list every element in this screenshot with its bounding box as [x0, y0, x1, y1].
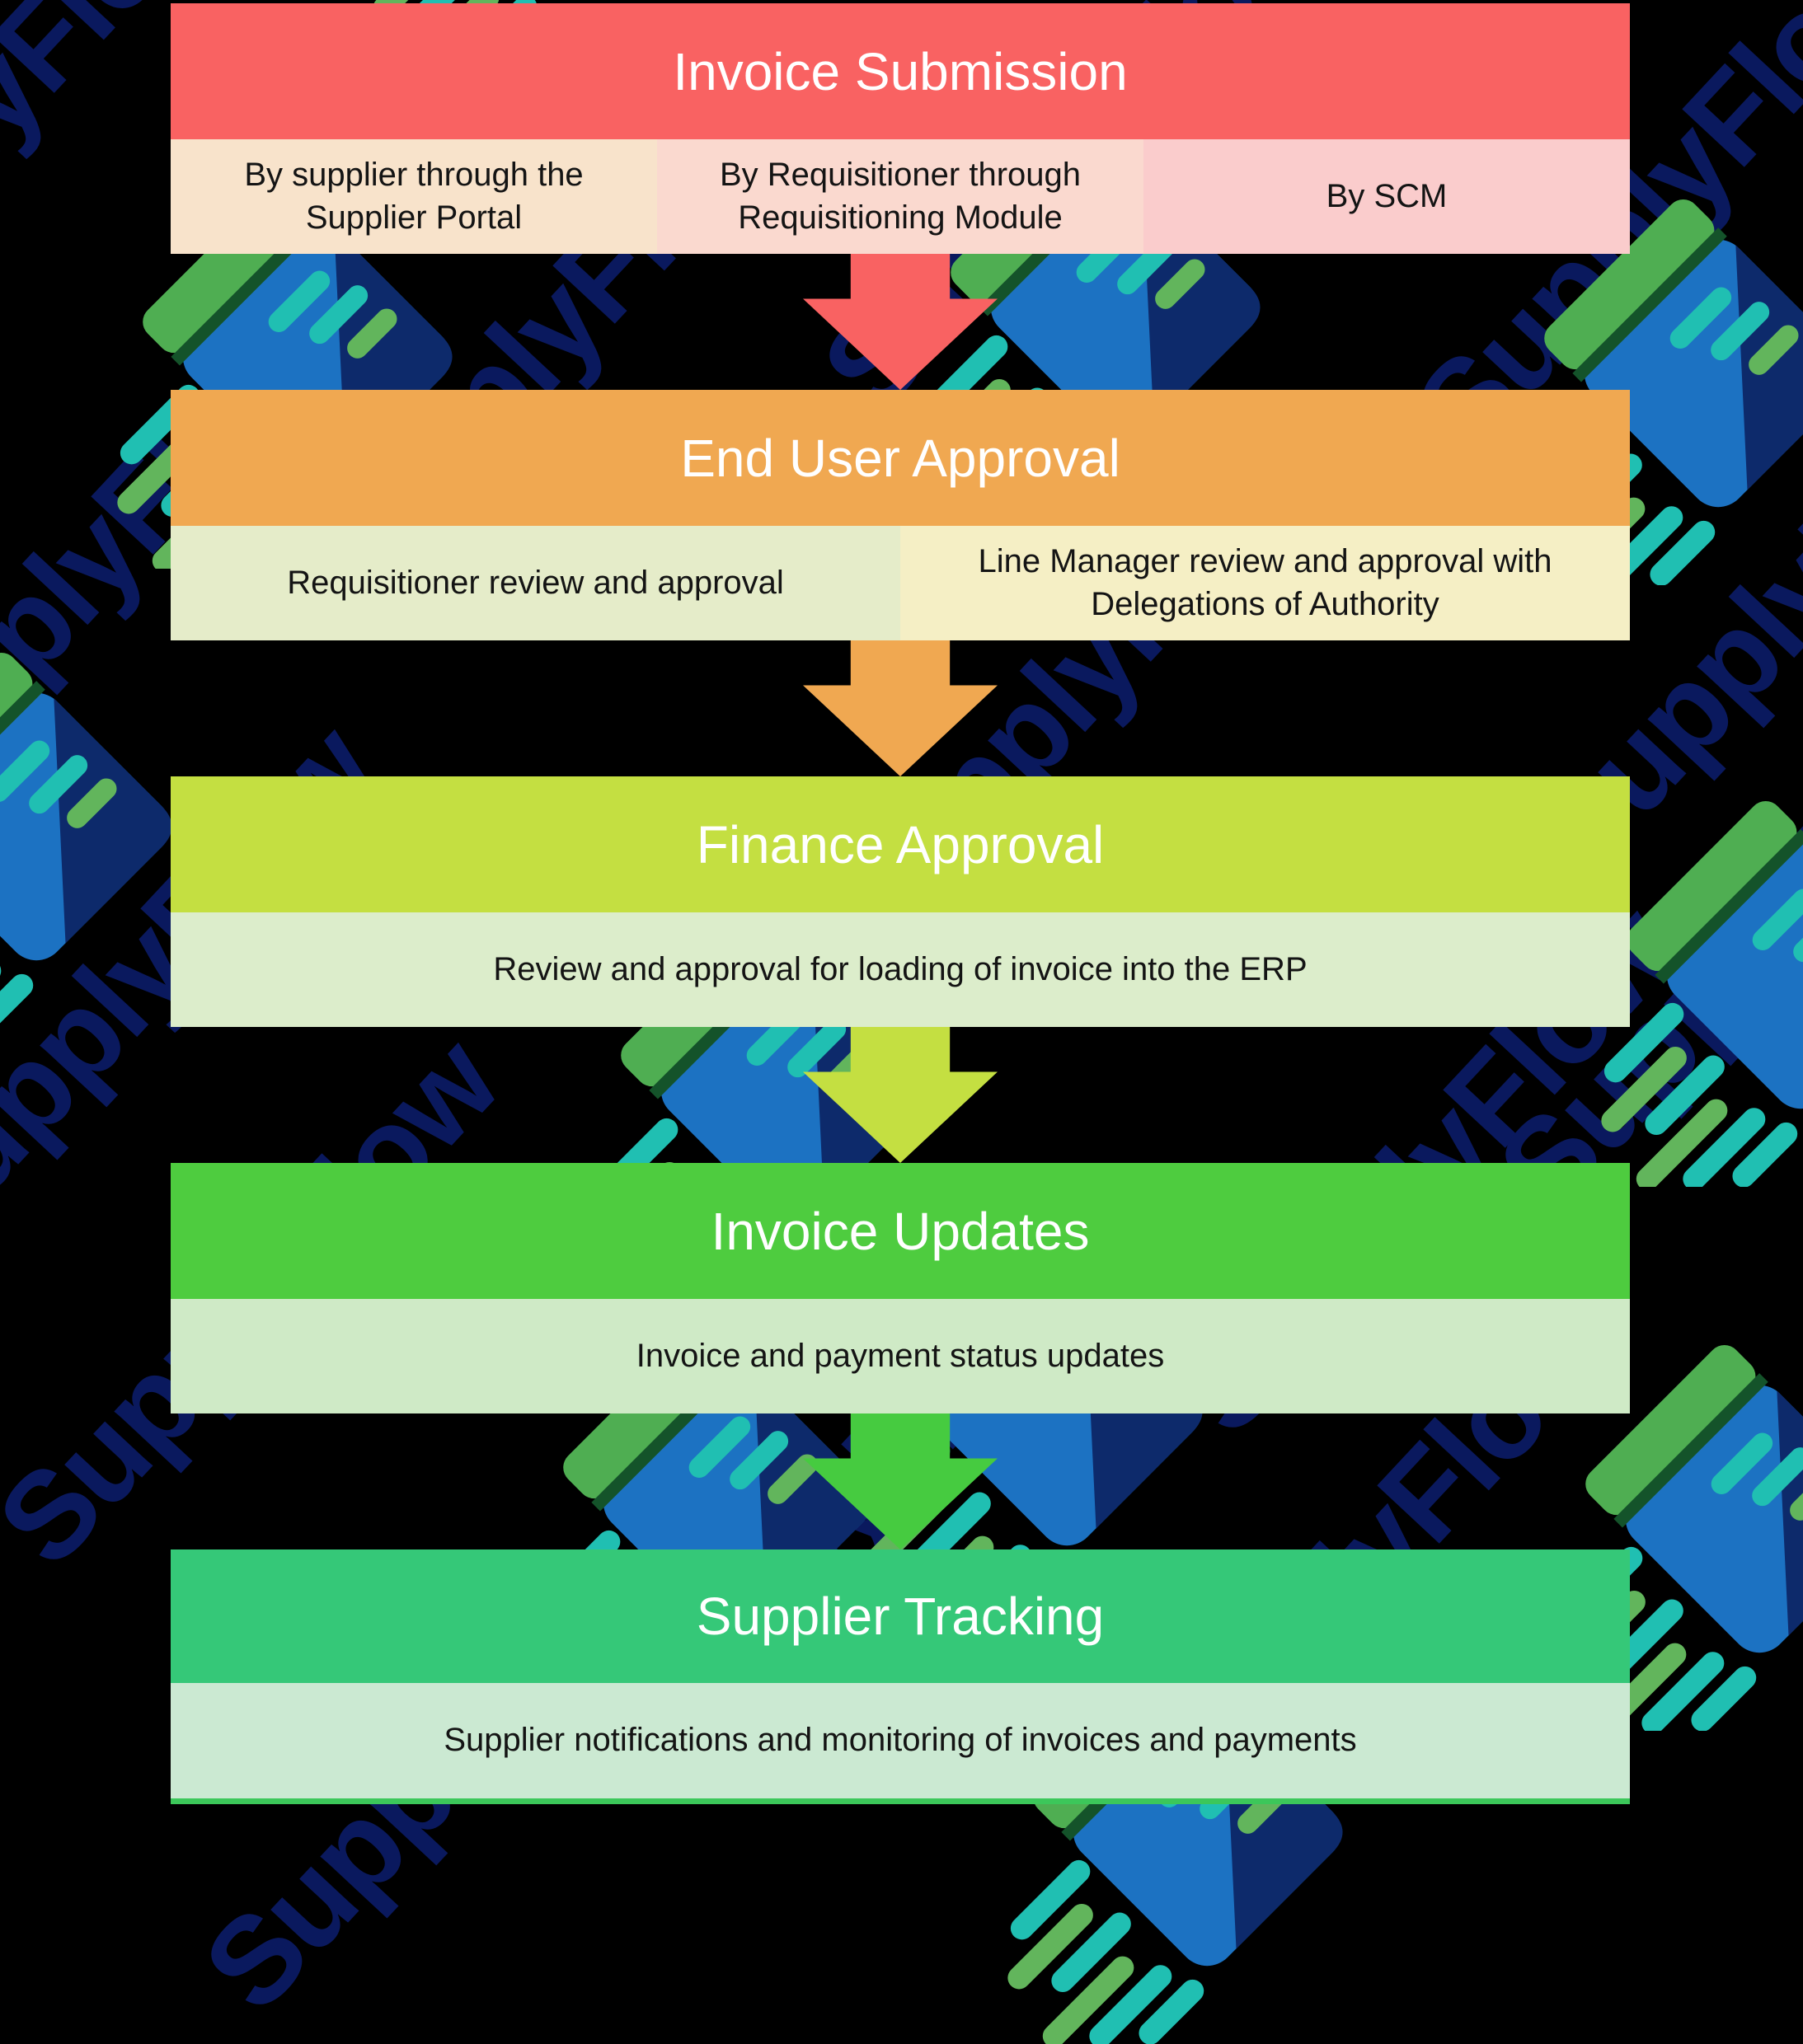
stage-title: End User Approval — [680, 428, 1120, 488]
stage-finance-approval: Finance Approval Review and approval for… — [171, 776, 1630, 1027]
stage-header: Finance Approval — [171, 776, 1630, 912]
stage-item: Review and approval for loading of invoi… — [171, 912, 1630, 1027]
stage-item-label: By Requisitioner through Requisitioning … — [719, 157, 1082, 236]
stage-item-label: Review and approval for loading of invoi… — [493, 950, 1308, 987]
stage-supplier-tracking: Supplier Tracking Supplier notifications… — [171, 1549, 1630, 1798]
stage-header: Invoice Updates — [171, 1163, 1630, 1299]
stage-items-row: Supplier notifications and monitoring of… — [171, 1683, 1630, 1798]
stage-item-label: Line Manager review and approval with De… — [978, 543, 1552, 622]
stage-item-label: By supplier through the Supplier Portal — [244, 157, 584, 236]
supplyflow-logo-icon — [1601, 801, 1803, 1187]
stage-item: By Requisitioner through Requisitioning … — [657, 139, 1143, 254]
stage-end-user-approval: End User Approval Requisitioner review a… — [171, 390, 1630, 640]
stage-item: By SCM — [1143, 139, 1630, 254]
stage-item-label: Requisitioner review and approval — [287, 564, 784, 601]
stage-item-label: Supplier notifications and monitoring of… — [444, 1722, 1357, 1759]
stage-item: By supplier through the Supplier Portal — [171, 139, 657, 254]
invoice-flow-diagram: Invoice Submission By supplier through t… — [171, 3, 1630, 1804]
stage-item-label: By SCM — [1326, 177, 1448, 214]
stage-title: Invoice Updates — [711, 1201, 1090, 1261]
stage-invoice-updates: Invoice Updates Invoice and payment stat… — [171, 1163, 1630, 1413]
connector-band — [171, 640, 1630, 776]
stage-item: Supplier notifications and monitoring of… — [171, 1683, 1630, 1798]
stage-item: Line Manager review and approval with De… — [900, 526, 1630, 640]
connector-band — [171, 254, 1630, 390]
stage-item: Requisitioner review and approval — [171, 526, 900, 640]
stage-title: Supplier Tracking — [696, 1587, 1105, 1646]
stage-header: Supplier Tracking — [171, 1549, 1630, 1683]
stage-invoice-submission: Invoice Submission By supplier through t… — [171, 3, 1630, 254]
supplyflow-logo-icon — [0, 653, 172, 1038]
stage-header: Invoice Submission — [171, 3, 1630, 139]
stage-title: Finance Approval — [696, 814, 1105, 874]
stage-title: Invoice Submission — [673, 41, 1128, 101]
stage-item-label: Invoice and payment status updates — [636, 1337, 1165, 1374]
down-arrow-icon — [803, 1027, 998, 1163]
connector-band — [171, 1027, 1630, 1163]
connector-band — [171, 1413, 1630, 1549]
down-arrow-icon — [803, 1413, 998, 1549]
stage-items-row: By supplier through the Supplier Portal … — [171, 139, 1630, 254]
down-arrow-icon — [803, 640, 998, 776]
stage-items-row: Invoice and payment status updates — [171, 1299, 1630, 1413]
stage-item: Invoice and payment status updates — [171, 1299, 1630, 1413]
down-arrow-icon — [803, 254, 998, 390]
stage-items-row: Requisitioner review and approval Line M… — [171, 526, 1630, 640]
stage-items-row: Review and approval for loading of invoi… — [171, 912, 1630, 1027]
stage-header: End User Approval — [171, 390, 1630, 526]
next-stage-edge — [171, 1798, 1630, 1804]
